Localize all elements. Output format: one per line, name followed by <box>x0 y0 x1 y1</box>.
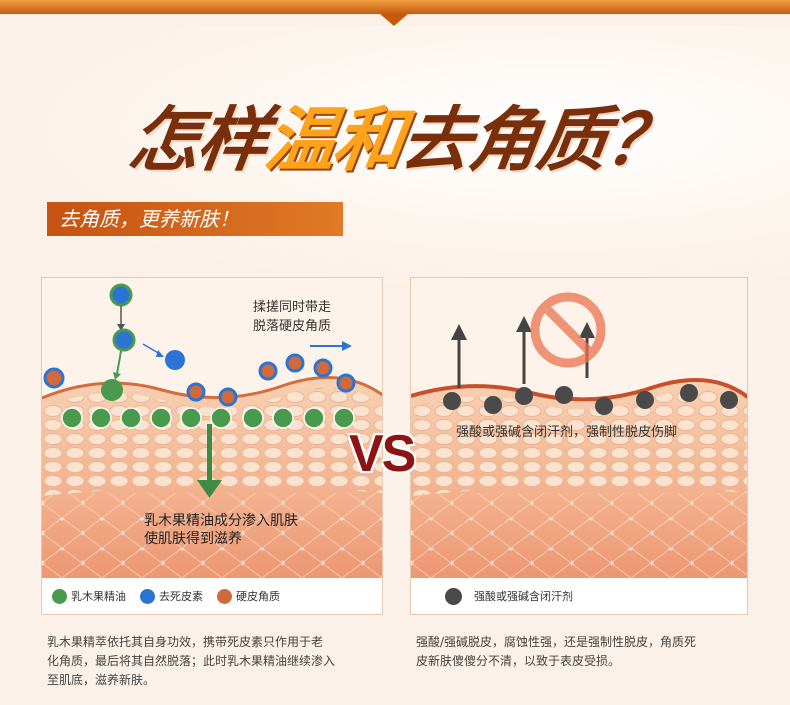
right-annotation: 强酸或强碱含闭汗剂，强制性脱皮伤脚 <box>456 425 678 440</box>
right-caption: 强酸/强碱脱皮，腐蚀性强，还是强制性脱皮，角质死 皮新肤傻傻分不清，以致于表皮受… <box>416 635 697 668</box>
legend-item-oil: 乳木果精油 <box>52 588 126 604</box>
subtitle-banner: 去角质，更养新肤！ <box>47 202 343 236</box>
legend-item-exfoliant: 去死皮素 <box>140 588 203 604</box>
legend-item-callus: 硬皮角质 <box>217 588 280 604</box>
left-annotation-top-1: 揉搓同时带走 <box>253 300 332 315</box>
title-highlight: 温和 <box>260 99 408 181</box>
brown-dot-icon <box>217 588 232 604</box>
right-legend: 强酸或强碱含闭汗剂 <box>411 578 747 614</box>
arrow-right-icon <box>310 341 352 351</box>
top-notch <box>380 14 408 26</box>
left-caption: 乳木果精萃依托其自身功效，携带死皮素只作用于老 化角质，最后将其自然脱落；此时乳… <box>47 635 336 687</box>
left-panel: 揉搓同时带走 脱落硬皮角质 乳木果精油成分渗入肌肤 使肌肤得到滋养 乳木果精油 … <box>41 277 383 615</box>
blue-dot-icon <box>140 588 155 604</box>
right-skin-illustration <box>411 278 747 614</box>
dark-dot-icon <box>445 587 462 605</box>
left-legend: 乳木果精油 去死皮素 硬皮角质 <box>42 578 382 614</box>
green-oil-row <box>61 407 355 429</box>
arrow-down-icon <box>197 424 222 498</box>
page-title: 怎样温和去角质？ <box>124 95 697 185</box>
prohibited-icon <box>530 292 606 368</box>
legend-item-acid: 强酸或强碱含闭汗剂 <box>445 587 573 605</box>
right-panel: 强酸或强碱含闭汗剂，强制性脱皮伤脚 强酸或强碱含闭汗剂 <box>410 277 748 615</box>
title-part2: 去角质？ <box>396 99 680 181</box>
green-dot-icon <box>52 588 67 604</box>
left-annotation-bottom-1: 乳木果精油成分渗入肌肤 <box>144 513 298 529</box>
left-annotation-bottom-2: 使肌肤得到滋养 <box>144 531 242 547</box>
vs-label: VS <box>349 425 416 483</box>
left-annotation-top-2: 脱落硬皮角质 <box>253 319 332 334</box>
left-skin-illustration <box>42 278 382 614</box>
dark-particles <box>443 384 738 415</box>
background-glow <box>0 26 790 286</box>
top-bar <box>0 0 790 14</box>
title-part1: 怎样 <box>124 99 272 181</box>
